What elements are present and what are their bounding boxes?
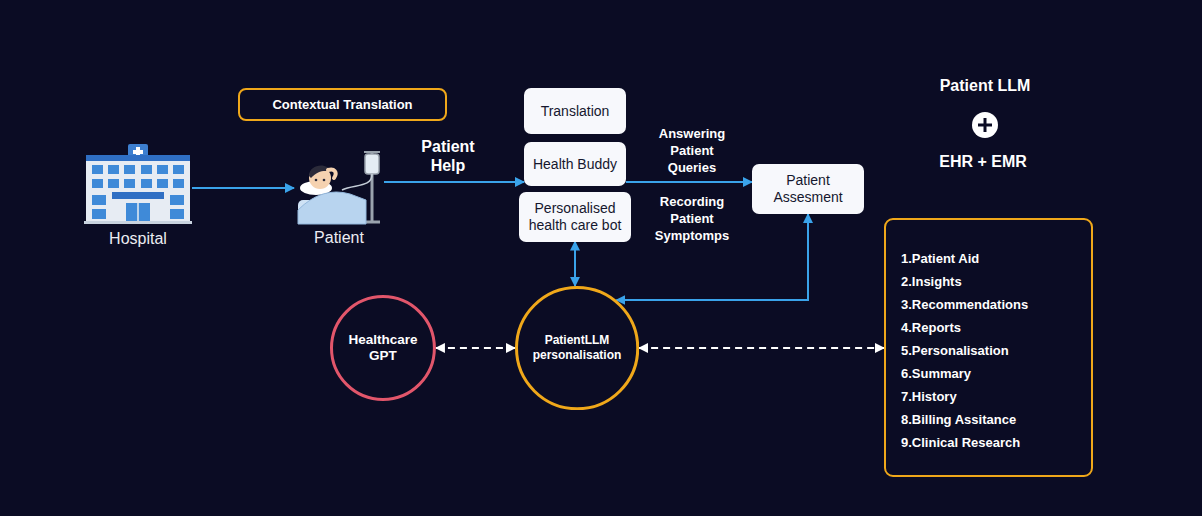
connector-arrow xyxy=(574,242,576,286)
hospital-icon-part xyxy=(170,195,184,205)
hospital-icon-part xyxy=(112,192,164,199)
note-label: Recording Patient Symptomps xyxy=(651,193,733,244)
connector-arrow xyxy=(626,181,752,183)
circle-outline-shape xyxy=(332,297,435,400)
connector-arrow xyxy=(384,181,524,183)
node-text: PatientLLM personalisation xyxy=(525,333,629,363)
hospital-icon-part xyxy=(92,195,106,205)
hospital-icon-part xyxy=(137,203,139,223)
hospital-icon-part xyxy=(133,150,143,154)
list-item: 6.Summary xyxy=(901,362,971,385)
patient-node: Patient xyxy=(294,148,384,254)
plus-symbol xyxy=(970,110,1000,140)
plus-symbol-part xyxy=(984,118,987,132)
patient-icon-part xyxy=(328,169,336,178)
list-item: 2.Insights xyxy=(901,270,962,293)
list-item: 3.Recommendations xyxy=(901,293,1028,316)
hospital-icon-part xyxy=(141,165,152,174)
list-item: 4.Reports xyxy=(901,316,961,339)
hospital-icon-part xyxy=(108,165,119,174)
patient-icon-part xyxy=(364,151,380,153)
hospital-icon-part xyxy=(86,155,190,161)
hospital-icon-part xyxy=(84,221,192,224)
connector-arrow xyxy=(616,214,808,300)
plus-symbol-part xyxy=(972,112,998,138)
feature-list: 1.Patient Aid2.Insights3.Recommendations… xyxy=(884,218,1093,477)
hospital-icon-part xyxy=(157,165,168,174)
process-box: Translation xyxy=(524,88,626,134)
connector-arrow xyxy=(192,187,294,189)
patient-icon xyxy=(294,148,384,226)
note-label: Patient LLM xyxy=(940,76,1031,96)
hospital-icon-part xyxy=(92,209,106,219)
node-text: Healthcare GPT xyxy=(341,332,425,364)
hospital-icon-part xyxy=(124,179,135,188)
patient-icon-part xyxy=(315,179,318,182)
note-label: EHR + EMR xyxy=(939,152,1027,172)
hospital-icon-part xyxy=(92,179,103,188)
node-text: Hospital xyxy=(109,229,167,249)
hospital-icon-part xyxy=(173,165,184,174)
edge-label: Patient Help xyxy=(412,137,484,175)
edge-label: Answering Patient Queries xyxy=(651,125,733,176)
hospital-icon-part xyxy=(92,165,103,174)
node-text: Patient xyxy=(314,228,364,248)
list-item: 8.Billing Assitance xyxy=(901,408,1016,431)
hospital-icon-part xyxy=(170,209,184,219)
hospital-icon-part xyxy=(126,203,150,223)
list-item: 1.Patient Aid xyxy=(901,247,979,270)
list-item: 9.Clinical Research xyxy=(901,431,1020,454)
hospital-icon-part xyxy=(86,161,190,223)
patient-icon-part xyxy=(342,174,372,190)
hospital-node: Hospital xyxy=(84,143,192,255)
process-box: Patient Assesment xyxy=(752,164,864,214)
hospital-icon-part xyxy=(124,165,135,174)
list-item: 5.Personalisation xyxy=(901,339,1009,362)
patient-icon-part xyxy=(298,192,366,224)
connector-arrow xyxy=(639,347,884,349)
patient-icon-part xyxy=(365,154,379,174)
process-box: Health Buddy xyxy=(524,142,626,186)
node-text: Contextual Translation xyxy=(272,97,412,113)
list-item: 7.History xyxy=(901,385,957,408)
hospital-icon-part xyxy=(108,179,119,188)
node-text: Translation xyxy=(541,103,610,120)
hospital-icon xyxy=(84,143,192,225)
node-text: Patient Assesment xyxy=(759,172,857,206)
circle-outline-shape xyxy=(516,287,637,408)
hospital-icon-part xyxy=(157,179,168,188)
hospital-icon-part xyxy=(141,179,152,188)
hospital-icon-part xyxy=(173,179,184,188)
model-circle: Healthcare GPT xyxy=(330,295,436,401)
feature-tag: Contextual Translation xyxy=(238,88,447,121)
node-text: Health Buddy xyxy=(533,156,617,173)
model-circle: PatientLLM personalisation xyxy=(515,286,639,410)
patient-icon-part xyxy=(323,179,326,182)
connector-arrow xyxy=(436,347,515,349)
process-box: Personalised health care bot xyxy=(519,192,631,242)
node-text: Personalised health care bot xyxy=(526,200,624,234)
